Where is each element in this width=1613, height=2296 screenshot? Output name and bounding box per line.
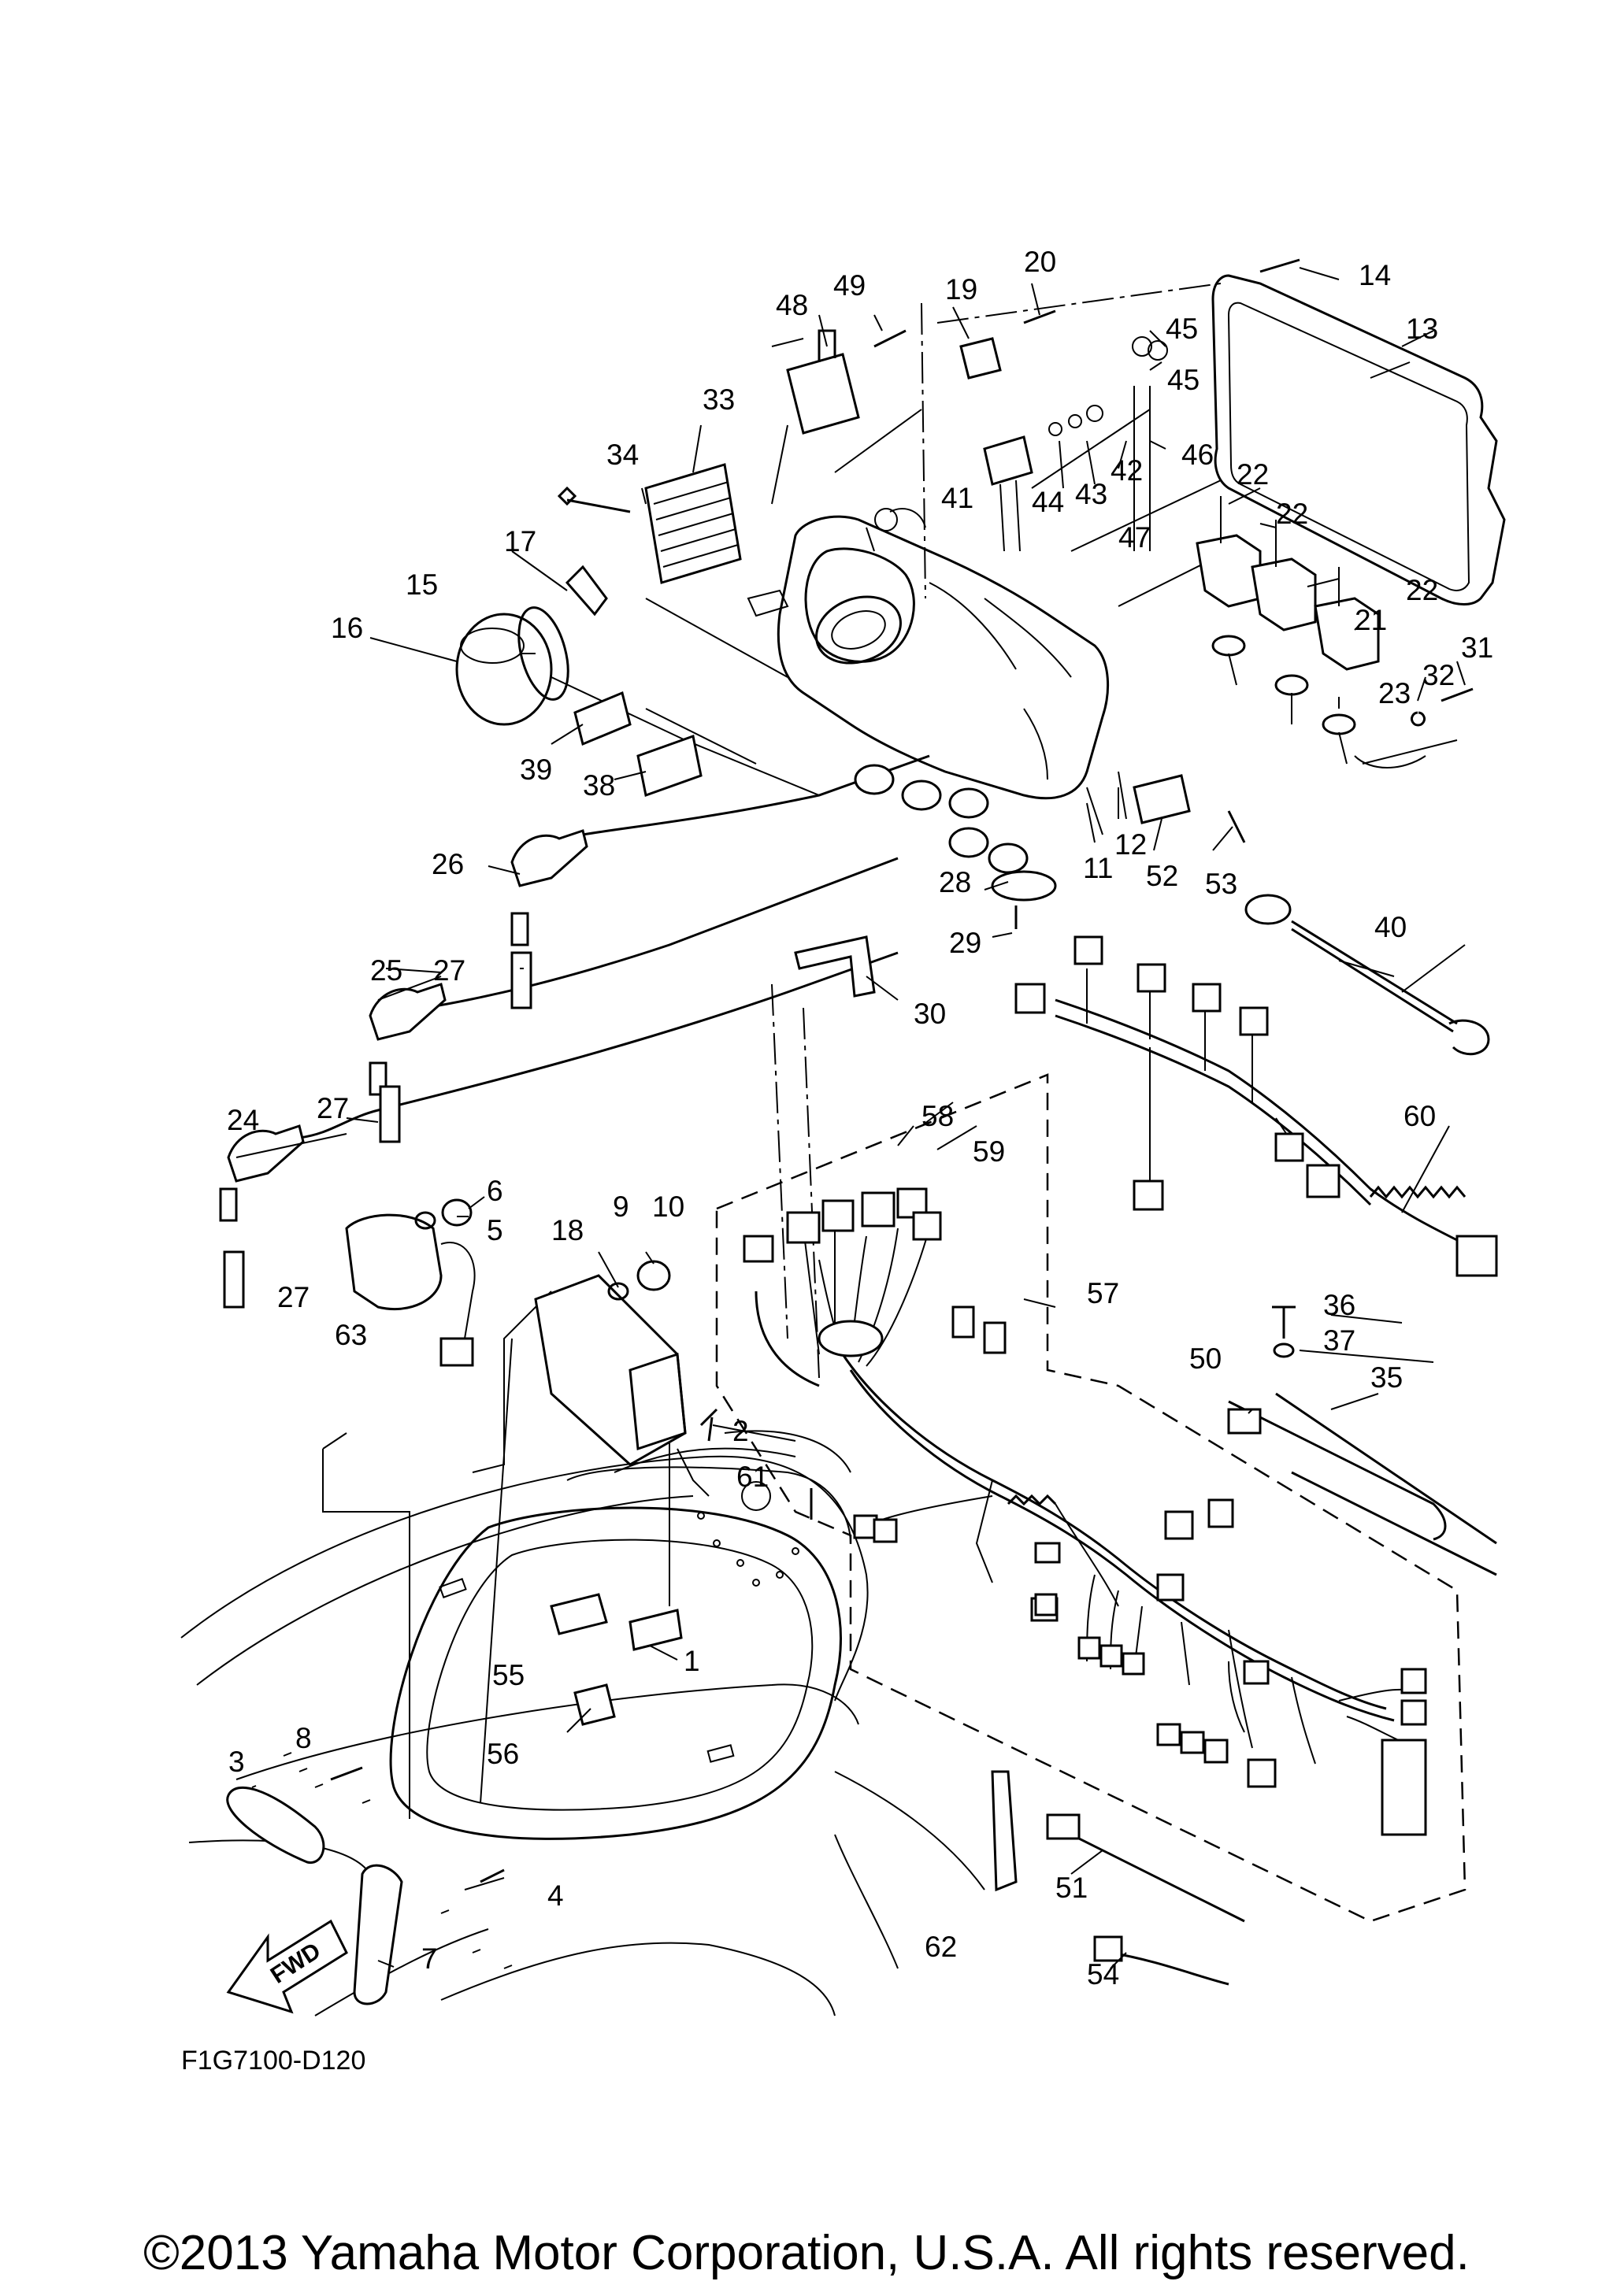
callout-52: 52 — [1146, 860, 1178, 892]
callout-25: 25 — [370, 954, 402, 987]
callout-57: 57 — [1087, 1277, 1119, 1309]
callout-24: 24 — [227, 1104, 259, 1136]
sub-wire-harness — [1014, 935, 1498, 1277]
callout-4: 4 — [547, 1879, 564, 1912]
main-wire-harness — [743, 1187, 1427, 1836]
callout-27: 27 — [317, 1092, 349, 1124]
callout-26: 26 — [432, 848, 464, 880]
callout-9: 9 — [613, 1191, 629, 1223]
callout-22: 22 — [1406, 574, 1438, 606]
callout-51: 51 — [1055, 1872, 1088, 1904]
callout-45: 45 — [1167, 364, 1200, 396]
callout-44: 44 — [1032, 486, 1064, 518]
callout-3: 3 — [228, 1746, 245, 1778]
callout-29: 29 — [949, 927, 981, 959]
callout-41: 41 — [941, 482, 973, 514]
callout-43: 43 — [1075, 478, 1107, 510]
callout-30: 30 — [914, 998, 946, 1030]
callout-34: 34 — [606, 439, 639, 471]
callout-38: 38 — [583, 769, 615, 802]
callout-22: 22 — [1276, 498, 1308, 530]
callout-5: 5 — [487, 1214, 503, 1246]
callout-16: 16 — [331, 612, 363, 644]
callout-17: 17 — [504, 525, 536, 557]
reference-lines — [322, 283, 1229, 1819]
battery-cable — [1244, 894, 1490, 1056]
callout-11: 11 — [1083, 852, 1113, 884]
callout-47: 47 — [1118, 521, 1151, 554]
callout-31: 31 — [1461, 631, 1493, 664]
callout-42: 42 — [1111, 454, 1143, 487]
callout-48: 48 — [776, 289, 808, 321]
components — [226, 258, 1474, 2014]
ignition-coils — [1196, 496, 1458, 768]
callout-61: 61 — [736, 1461, 769, 1493]
callout-56: 56 — [487, 1738, 519, 1770]
callout-62: 62 — [925, 1931, 957, 1963]
callout-21: 21 — [1355, 604, 1387, 636]
callout-33: 33 — [703, 383, 735, 416]
callout-50: 50 — [1189, 1342, 1222, 1375]
callout-46: 46 — [1181, 439, 1214, 471]
callout-35: 35 — [1370, 1361, 1403, 1394]
callout-2: 2 — [732, 1415, 749, 1447]
drawing-code: F1G7100-D120 — [181, 2046, 365, 2076]
callout-59: 59 — [973, 1135, 1005, 1168]
callout-36: 36 — [1323, 1289, 1355, 1321]
callout-18: 18 — [551, 1214, 584, 1246]
callout-15: 15 — [406, 568, 438, 601]
callout-14: 14 — [1359, 259, 1391, 291]
callout-6: 6 — [487, 1175, 503, 1207]
cable-35 — [1228, 1392, 1497, 1576]
callout-39: 39 — [520, 754, 552, 786]
callout-53: 53 — [1205, 868, 1237, 900]
callout-20: 20 — [1024, 246, 1056, 278]
box-cover-gasket — [1211, 274, 1506, 605]
callout-54: 54 — [1087, 1958, 1119, 1990]
callout-58: 58 — [921, 1100, 954, 1132]
callout-19: 19 — [945, 273, 977, 306]
spark-plug-leads — [219, 754, 1029, 1309]
leader-lines — [235, 267, 1466, 1969]
callout-40: 40 — [1374, 911, 1407, 943]
callout-1: 1 — [684, 1645, 700, 1677]
callout-27: 27 — [433, 954, 465, 987]
callout-10: 10 — [652, 1191, 684, 1223]
callout-7: 7 — [421, 1942, 438, 1975]
fwd-arrow — [226, 1919, 348, 2014]
callout-27: 27 — [277, 1281, 310, 1313]
callout-49: 49 — [833, 269, 866, 302]
callout-63: 63 — [335, 1319, 367, 1351]
callout-37: 37 — [1323, 1324, 1355, 1357]
callout-23: 23 — [1378, 677, 1411, 709]
copyright-notice: ©2013 Yamaha Motor Corporation, U.S.A. A… — [143, 2226, 1470, 2280]
callout-32: 32 — [1422, 659, 1455, 691]
callout-60: 60 — [1403, 1100, 1436, 1132]
callout-55: 55 — [492, 1659, 525, 1691]
callout-8: 8 — [295, 1722, 312, 1754]
callout-28: 28 — [939, 866, 971, 898]
callout-13: 13 — [1406, 313, 1438, 345]
callout-45: 45 — [1166, 313, 1198, 345]
harness-boundary — [715, 1073, 1467, 1923]
callout-22: 22 — [1237, 458, 1269, 491]
electrical-box-housing — [747, 508, 1110, 800]
callout-12: 12 — [1114, 828, 1147, 861]
